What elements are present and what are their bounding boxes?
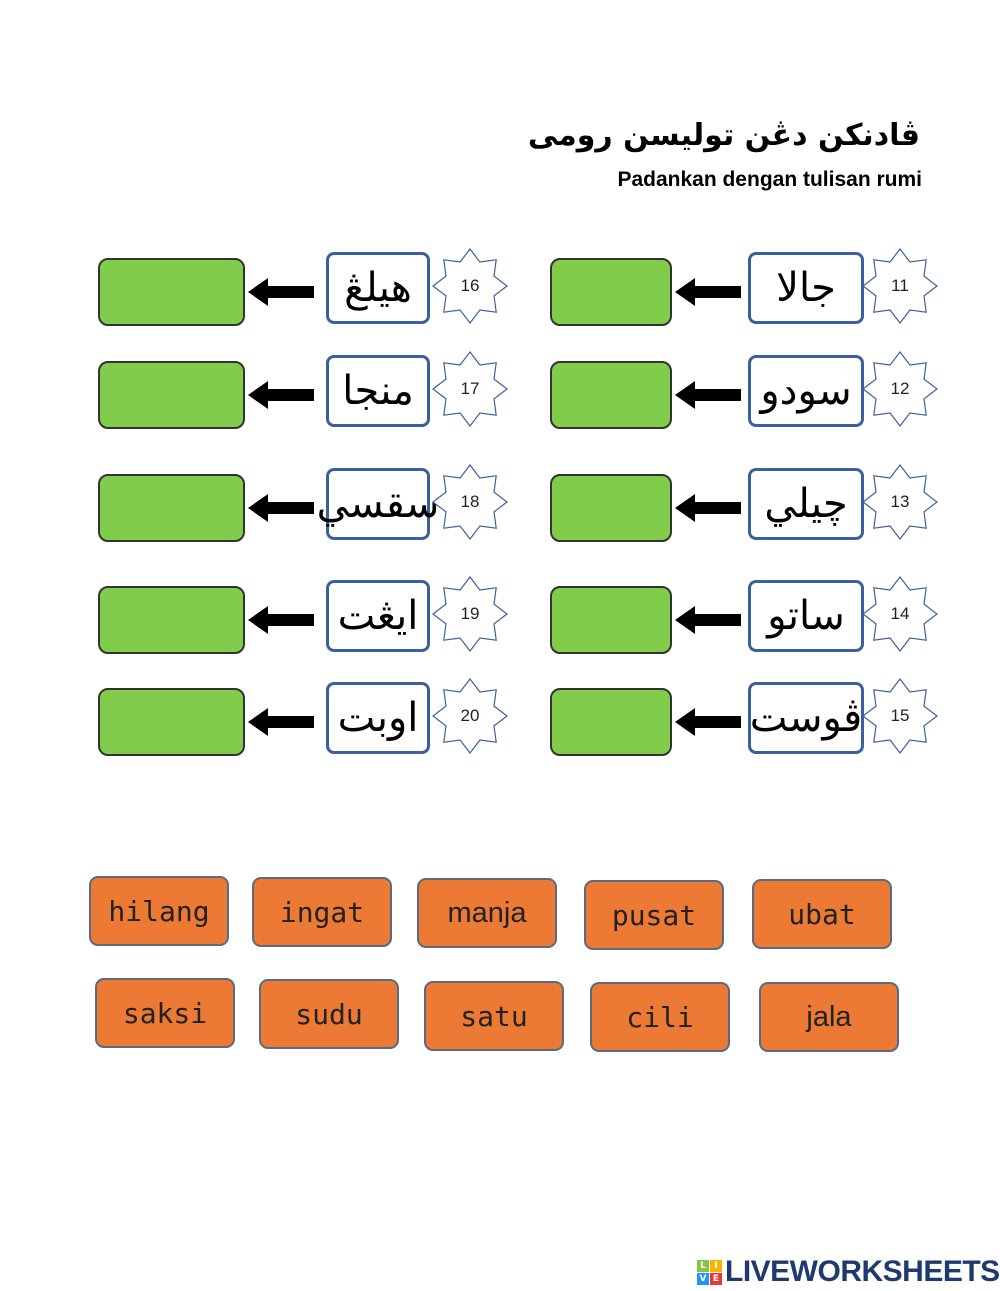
item-number: 16 [460, 276, 480, 295]
number-star: 17 [432, 351, 508, 427]
match-item-15: ڤوست 15 [0, 678, 1000, 762]
item-number: 13 [890, 492, 910, 511]
answer-box[interactable] [550, 586, 672, 654]
match-item-14: ساتو 14 [0, 576, 1000, 660]
item-number: 14 [890, 604, 910, 623]
star-icon [862, 351, 938, 427]
number-star: 13 [862, 464, 938, 540]
match-item-18: سقسي 18 [0, 464, 1000, 548]
arrow-left-icon [675, 381, 741, 409]
jawi-word: ڤوست [748, 682, 864, 754]
item-number: 15 [890, 706, 910, 725]
arrow-left-icon [248, 278, 314, 306]
word-tile-sudu[interactable]: sudu [259, 979, 399, 1049]
star-icon [862, 248, 938, 324]
word-tile-ingat[interactable]: ingat [252, 877, 392, 947]
arrow-left-icon [675, 708, 741, 736]
arrow-left-icon [675, 494, 741, 522]
word-tile-hilang[interactable]: hilang [89, 876, 229, 946]
star-icon [862, 464, 938, 540]
answer-box[interactable] [550, 361, 672, 429]
arrow-left-icon [675, 278, 741, 306]
jawi-word: سقسي [317, 468, 439, 540]
match-item-17: منجا 17 [0, 351, 1000, 435]
match-item-12: سودو 12 [0, 351, 1000, 435]
answer-box[interactable] [550, 474, 672, 542]
jawi-word: چيلي [748, 468, 864, 540]
star-icon [432, 678, 508, 754]
jawi-word: ساتو [748, 580, 864, 652]
jawi-word: ايڠت [326, 580, 430, 652]
number-star: 15 [862, 678, 938, 754]
match-item-16: هيلڠ 16 [0, 248, 1000, 332]
arrow-left-icon [675, 606, 741, 634]
answer-box[interactable] [98, 586, 245, 654]
answer-box[interactable] [98, 361, 245, 429]
number-star: 20 [432, 678, 508, 754]
star-icon [432, 464, 508, 540]
jawi-word: اوبت [326, 682, 430, 754]
star-icon [432, 351, 508, 427]
item-number: 19 [460, 604, 480, 623]
number-star: 18 [432, 464, 508, 540]
answer-box[interactable] [550, 688, 672, 756]
answer-box[interactable] [98, 258, 245, 326]
answer-box[interactable] [98, 688, 245, 756]
number-star: 16 [432, 248, 508, 324]
word-tile-pusat[interactable]: pusat [584, 880, 724, 950]
title-rumi: Padankan dengan tulisan rumi [617, 168, 922, 191]
match-item-20: اوبت 20 [0, 678, 1000, 762]
word-tile-jala[interactable]: jala [759, 982, 899, 1052]
answer-box[interactable] [550, 258, 672, 326]
word-tile-satu[interactable]: satu [424, 981, 564, 1051]
jawi-word: جالا [748, 252, 864, 324]
star-icon [862, 678, 938, 754]
item-number: 12 [890, 379, 910, 398]
match-item-11: جالا 11 [0, 248, 1000, 332]
star-icon [432, 248, 508, 324]
arrow-left-icon [248, 381, 314, 409]
match-item-19: ايڠت 19 [0, 576, 1000, 660]
number-star: 19 [432, 576, 508, 652]
number-star: 12 [862, 351, 938, 427]
word-tile-ubat[interactable]: ubat [752, 879, 892, 949]
item-number: 17 [460, 379, 480, 398]
match-item-13: چيلي 13 [0, 464, 1000, 548]
star-icon [432, 576, 508, 652]
jawi-word: منجا [326, 355, 430, 427]
number-star: 14 [862, 576, 938, 652]
answer-box[interactable] [98, 474, 245, 542]
arrow-left-icon [248, 494, 314, 522]
number-star: 11 [862, 248, 938, 324]
word-tile-manja[interactable]: manja [417, 878, 557, 948]
title-jawi: ڤادنكن دڠن توليسن رومى [527, 118, 920, 153]
star-icon [862, 576, 938, 652]
arrow-left-icon [248, 708, 314, 736]
jawi-word: سودو [748, 355, 864, 427]
jawi-word: هيلڠ [326, 252, 430, 324]
arrow-left-icon [248, 606, 314, 634]
word-tile-saksi[interactable]: saksi [95, 978, 235, 1048]
word-tile-cili[interactable]: cili [590, 982, 730, 1052]
logo-text: LIVEWORKSHEETS [725, 1255, 1000, 1288]
item-number: 20 [460, 706, 480, 725]
item-number: 18 [460, 492, 480, 511]
item-number: 11 [891, 276, 909, 295]
